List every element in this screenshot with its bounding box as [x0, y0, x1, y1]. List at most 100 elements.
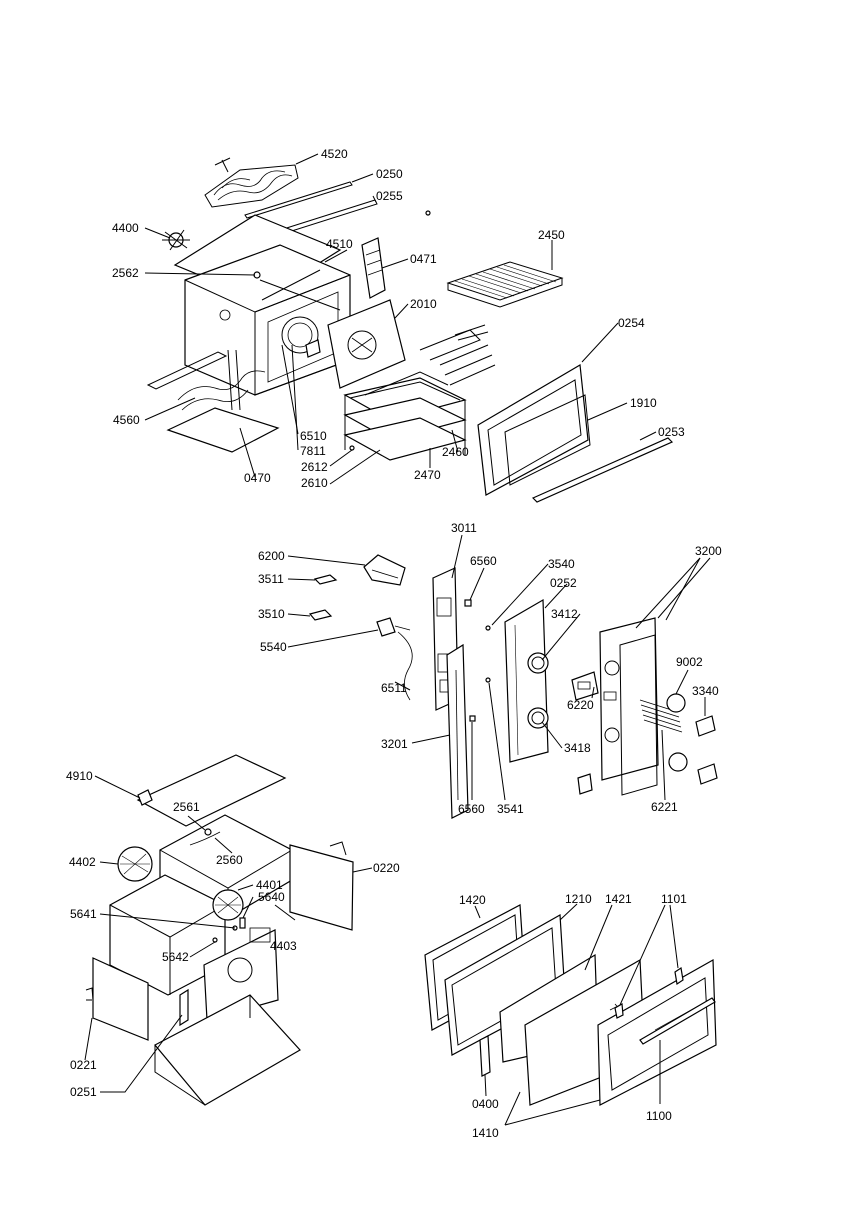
label-1420: 1420	[459, 893, 486, 907]
part-small-clip	[577, 773, 593, 795]
label-0254: 0254	[618, 316, 645, 330]
part-front-panel-3200	[599, 617, 683, 796]
label-9002: 9002	[676, 655, 703, 669]
label-1100: 1100	[646, 1109, 672, 1123]
part-outer-door-1100	[597, 958, 717, 1106]
label-2460: 2460	[442, 445, 469, 459]
part-bezel-9002b	[668, 752, 688, 772]
label-3540: 3540	[548, 557, 575, 571]
outer-casing-group	[85, 754, 354, 1106]
label-6200: 6200	[258, 549, 285, 563]
label-5640: 5640	[258, 890, 285, 904]
label-4401: 4401	[256, 878, 283, 892]
label-2470: 2470	[414, 468, 441, 482]
part-bracket-3511	[313, 574, 338, 585]
label-0250: 0250	[376, 167, 403, 181]
label-2610: 2610	[301, 476, 328, 490]
label-1101: 1101	[661, 892, 687, 906]
part-knob-housing-3418	[527, 707, 549, 729]
part-5640	[239, 917, 246, 929]
label-2612: 2612	[301, 460, 328, 474]
label-4560: 4560	[113, 413, 140, 427]
label-0220: 0220	[373, 861, 400, 875]
part-bracket-4910	[137, 789, 153, 806]
control-panel-group	[308, 554, 718, 819]
part-inner-panel-0252	[504, 598, 549, 763]
label-6220: 6220	[567, 698, 594, 712]
part-switch-5540	[376, 617, 396, 637]
part-inner-back-4403	[203, 927, 279, 1021]
label-0221: 0221	[70, 1058, 97, 1072]
label-2450: 2450	[538, 228, 565, 242]
part-hinge-0400	[479, 1035, 491, 1077]
part-timer-6220	[571, 671, 599, 701]
leader-lines-group-3	[84, 775, 373, 1093]
label-4510: 4510	[326, 237, 353, 251]
label-5642: 5642	[162, 950, 189, 964]
part-wire-shelf-2450	[446, 261, 564, 308]
part-side-panel-0220	[289, 844, 354, 931]
part-base-0251	[154, 994, 301, 1106]
part-knob-3340b	[697, 763, 718, 785]
leader-lines-group-4	[474, 903, 679, 1126]
label-7811: 7811	[300, 444, 326, 458]
label-6511: 6511	[381, 681, 407, 695]
part-bracket-3510	[308, 609, 333, 621]
part-pipe-2560	[189, 831, 221, 846]
label-2562: 2562	[112, 266, 139, 280]
part-5642	[212, 937, 218, 943]
label-0400: 0400	[472, 1097, 499, 1111]
label-3412: 3412	[551, 607, 578, 621]
part-grill-element	[204, 157, 299, 208]
part-bracket-1101b	[614, 1003, 624, 1019]
label-3011: 3011	[451, 521, 477, 535]
label-0252: 0252	[550, 576, 577, 590]
label-2560: 2560	[216, 853, 243, 867]
label-0471: 0471	[410, 252, 437, 266]
part-bottom-element-4560	[146, 349, 266, 411]
label-3418: 3418	[564, 741, 591, 755]
part-strip-0251	[179, 988, 189, 1027]
part-top-panel-4910	[136, 754, 287, 827]
label-6510: 6510	[300, 429, 327, 443]
part-thermostat-6510	[305, 339, 321, 358]
label-3200: 3200	[695, 544, 722, 558]
label-0251: 0251	[70, 1085, 97, 1099]
part-screw	[425, 210, 431, 216]
part-clip-6560	[464, 599, 472, 607]
part-clip-2561	[204, 828, 212, 836]
label-1410: 1410	[472, 1126, 499, 1140]
label-2561: 2561	[173, 800, 200, 814]
label-0253: 0253	[658, 425, 685, 439]
oven-cavity-group	[146, 157, 674, 503]
part-fan-4401	[212, 889, 244, 921]
part-bottom-plate	[166, 407, 280, 453]
label-3340: 3340	[692, 684, 719, 698]
part-side-runners	[419, 324, 496, 386]
part-clip-2612	[349, 445, 355, 451]
door-group	[424, 904, 717, 1106]
part-wire-6511	[397, 631, 413, 701]
part-strip-0250	[244, 181, 353, 219]
part-screw-3540	[485, 625, 491, 631]
part-oven-cavity	[184, 244, 351, 396]
part-rail-3201	[446, 643, 469, 819]
part-fan-cover-2010	[327, 299, 406, 389]
part-knob-3340	[695, 715, 716, 737]
part-fan-motor-4400	[162, 229, 190, 251]
label-1210: 1210	[565, 892, 592, 906]
part-bracket-0471	[361, 237, 386, 299]
label-5540: 5540	[260, 640, 287, 654]
label-3201: 3201	[381, 737, 408, 751]
part-bracket-1101	[674, 966, 684, 986]
label-5641: 5641	[70, 907, 97, 921]
label-4520: 4520	[321, 147, 348, 161]
part-screw-3541	[485, 677, 491, 683]
label-4400: 4400	[112, 221, 139, 235]
part-knob-housing-3412	[527, 652, 549, 674]
label-4402: 4402	[69, 855, 96, 869]
part-door-frame-0254	[477, 364, 589, 496]
label-1421: 1421	[605, 892, 632, 906]
